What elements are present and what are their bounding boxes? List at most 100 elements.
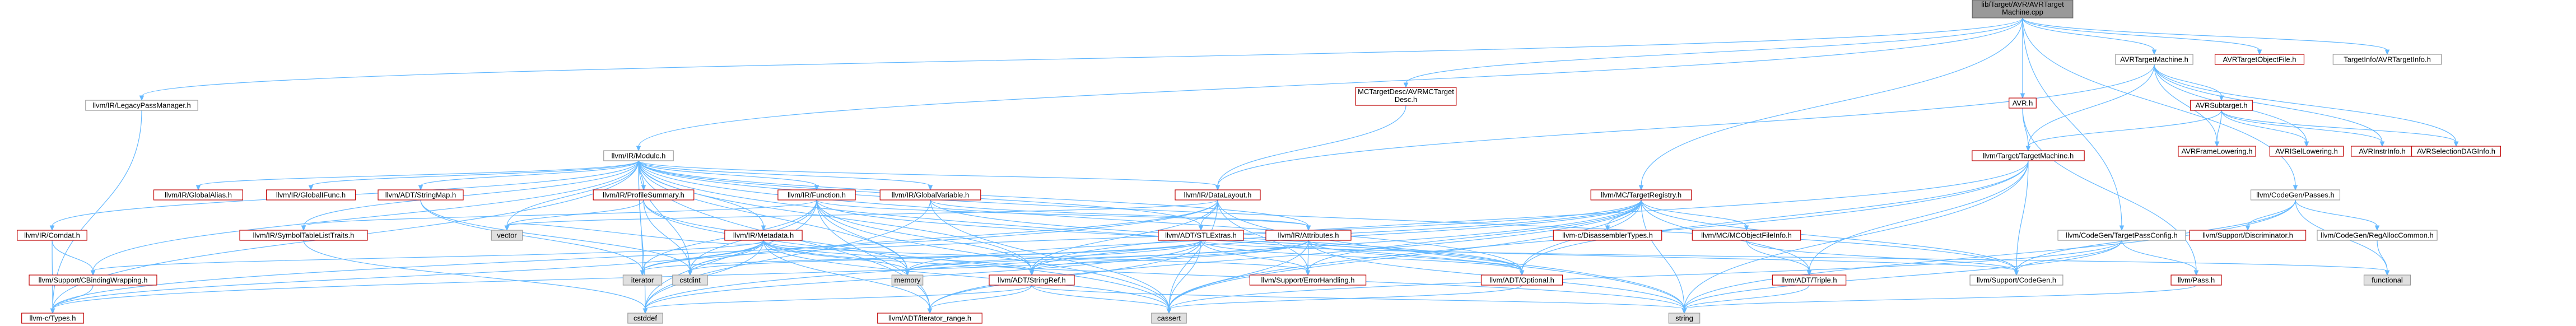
node-avrtm[interactable]: AVRTargetMachine.h [2115,54,2193,65]
node-box [2189,230,2307,241]
node-iteratorrange[interactable]: llvm/ADT/iterator_range.h [877,313,982,324]
node-label: llvm/MC/MCObjectFileInfo.h [1701,231,1792,240]
node-datalayout[interactable]: llvm/IR/DataLayout.h [1175,189,1261,201]
node-globalifunc[interactable]: llvm/IR/GlobalIFunc.h [265,189,356,201]
dependency-edges [49,17,2459,314]
node-regalloccommon[interactable]: llvm/CodeGen/RegAllocCommon.h [2317,230,2438,241]
edge-targetmachine-to-triple [1809,160,2029,272]
edge-avrsubtarget-to-avrframelowering [2216,110,2222,143]
edge-arrowhead [418,185,423,191]
node-globalalias[interactable]: llvm/IR/GlobalAlias.h [153,189,244,201]
node-box [1151,313,1187,324]
edge-stringref-to-iteratorrange [929,285,1032,310]
node-box [2214,54,2305,65]
node-box [2269,146,2344,157]
node-stringmap[interactable]: llvm/ADT/StringMap.h [378,189,464,201]
edge-arrowhead [2379,141,2385,147]
edge-arrowhead [2257,49,2262,55]
node-symtablelisttraits[interactable]: llvm/IR/SymbolTableListTraits.h [239,230,368,241]
node-avr[interactable]: AVR.h [2009,97,2037,109]
node-avrsubtarget[interactable]: AVRSubtarget.h [2190,100,2253,111]
edge-stringmap-to-iterator [420,199,643,272]
node-module[interactable]: llvm/IR/Module.h [603,150,674,161]
edge-arrowhead [927,308,933,314]
node-supportdiscriminator[interactable]: llvm/Support/Discriminator.h [2189,230,2307,241]
edge-arrowhead [1806,270,1812,276]
node-globalvariable[interactable]: llvm/IR/GlobalVariable.h [879,189,981,201]
node-box [989,274,1075,286]
node-box [877,313,982,324]
edge-arrowhead [687,270,693,276]
node-label: llvm/Support/CBindingWrapping.h [39,276,148,285]
edge-profilesummary-to-cassert [643,199,1170,310]
edge-comdat-to-cbindingwrapping [52,240,94,272]
node-comdat[interactable]: llvm/IR/Comdat.h [17,230,87,241]
node-profilesummary[interactable]: llvm/IR/ProfileSummary.h [593,189,695,201]
edge-root-to-cgtargetpassconfig [2022,17,2122,227]
node-ctypes[interactable]: llvm-c/Types.h [21,313,84,324]
edge-module-to-globalvariable [638,160,931,187]
node-avrisellowering[interactable]: AVRISelLowering.h [2269,146,2344,157]
edge-avrtm-to-avrsubtarget [2154,64,2222,97]
node-label: llvm/IR/Metadata.h [733,231,794,240]
edge-function-to-iteratorrange [816,199,930,310]
node-triple[interactable]: llvm/ADT/Triple.h [1772,274,1847,286]
node-legacypm[interactable]: llvm/IR/LegacyPassManager.h [85,100,198,111]
edge-arrowhead [2119,225,2125,231]
node-function[interactable]: llvm/IR/Function.h [777,189,856,201]
node-cassert: cassert [1151,313,1187,324]
node-avrframelowering[interactable]: AVRFrameLowering.h [2178,146,2256,157]
node-metadata[interactable]: llvm/IR/Metadata.h [724,230,803,241]
node-label: iterator [631,276,654,285]
node-supportcodegen[interactable]: llvm/Support/CodeGen.h [1969,274,2063,286]
node-avrinstrinfo[interactable]: AVRInstrInfo.h [2351,146,2414,157]
edge-mctargetregistry-to-iterator [642,199,1642,272]
node-label: llvm/IR/LegacyPassManager.h [92,101,191,110]
node-cgtargetpassconfig[interactable]: llvm/CodeGen/TargetPassConfig.h [2057,230,2186,241]
edge-targetmachine-to-optional [1521,160,2029,272]
node-attributes[interactable]: llvm/IR/Attributes.h [1265,230,1352,241]
node-label: llvm/MC/TargetRegistry.h [1601,191,1681,199]
node-avrselectiondag[interactable]: AVRSelectionDAGInfo.h [2411,146,2502,157]
edge-arrowhead [1519,270,1525,276]
edge-arrowhead [2151,49,2157,55]
node-optional[interactable]: llvm/ADT/Optional.h [1480,274,1563,286]
node-label: llvm/ADT/StringRef.h [998,276,1065,285]
node-box [1158,230,1244,241]
node-tiavr[interactable]: TargetInfo/AVRTargetInfo.h [2332,54,2442,65]
edge-globalvariable-to-cstddef [645,199,931,310]
node-box [153,189,244,201]
node-cbindingwrapping[interactable]: llvm/Support/CBindingWrapping.h [29,274,157,286]
edge-root-to-module [638,17,2023,147]
node-targetmachine[interactable]: llvm/Target/TargetMachine.h [1972,150,2085,161]
edge-metadata-to-cbindingwrapping [92,240,764,272]
node-pass[interactable]: llvm/Pass.h [2170,274,2222,286]
edge-arrowhead [1681,308,1687,314]
node-mcobjectfileinfo[interactable]: llvm/MC/MCObjectFileInfo.h [1692,230,1801,241]
edge-mctargetregistry-to-supportcodegen [1641,199,2017,272]
node-disassemblertypes[interactable]: llvm-c/DisassemblerTypes.h [1553,230,1662,241]
edge-avrtm-to-avrselectiondag [2154,64,2457,143]
edge-mctargetregistry-to-mcobjectfileinfo [1641,199,1747,227]
node-label: llvm/IR/Function.h [788,191,846,199]
node-box [627,313,663,324]
node-stlextras[interactable]: llvm/ADT/STLExtras.h [1158,230,1244,241]
node-stringref[interactable]: llvm/ADT/StringRef.h [989,274,1075,286]
edge-metadata-to-ctypes [52,240,764,310]
edge-avrtm-to-avrframelowering [2154,64,2218,143]
edge-optional-to-cassert [1168,285,1522,310]
edge-arrowhead [1198,225,1204,231]
edge-stlextras-to-functional [1200,240,2388,272]
node-avrtof[interactable]: AVRTargetObjectFile.h [2214,54,2305,65]
edge-targetmachine-to-string [1684,160,2029,310]
edge-arrowhead [1305,270,1311,276]
edge-module-to-function [638,160,817,187]
node-label: cstdint [679,276,701,285]
node-mctargetregistry[interactable]: llvm/MC/TargetRegistry.h [1590,189,1692,201]
edge-metadata-to-iteratorrange [763,240,930,310]
node-errorhandling[interactable]: llvm/Support/ErrorHandling.h [1249,274,1367,286]
node-codegenpasses[interactable]: llvm/CodeGen/Passes.h [2250,189,2341,201]
